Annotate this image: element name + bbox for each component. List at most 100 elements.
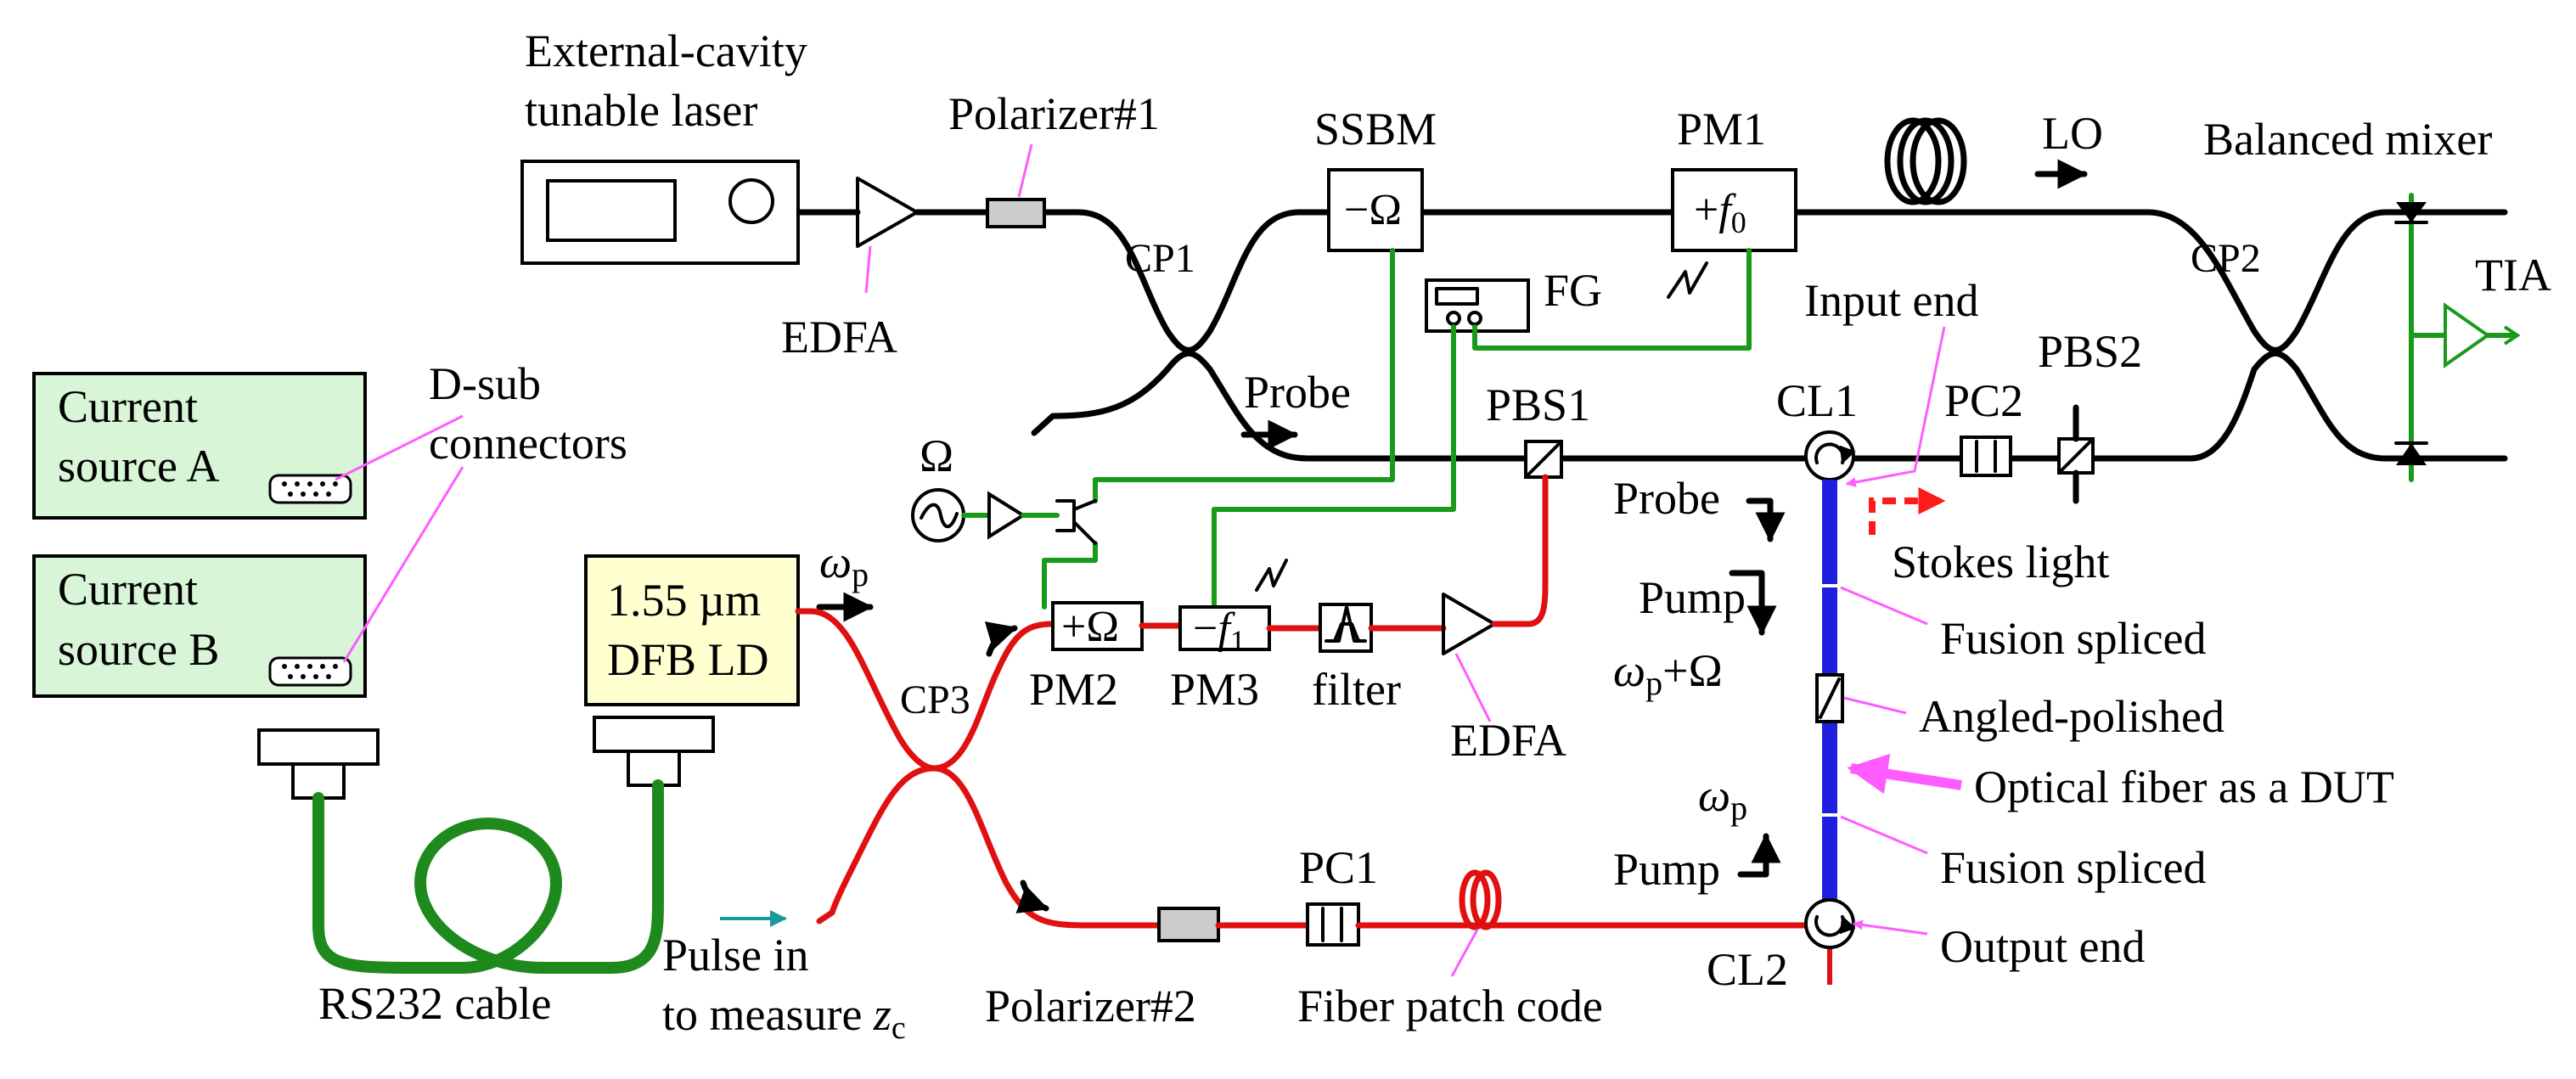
edfa-top-label: EDFA xyxy=(781,312,897,362)
pulse-label-1: Pulse in xyxy=(662,930,809,981)
current-source-a xyxy=(32,372,367,520)
angled-label: Angled-polished xyxy=(1919,691,2224,742)
fiber-cp2-to-mixer-bottom xyxy=(2293,366,2508,462)
current-b-label-2: source B xyxy=(58,624,219,675)
dsub-label-2: connectors xyxy=(429,418,627,469)
ssbm-label: SSBM xyxy=(1314,104,1437,155)
pulse-label-2: to measure zc xyxy=(662,989,906,1046)
dsub-label-1: D-sub xyxy=(429,358,541,409)
stokes-label: Stokes light xyxy=(1892,537,2110,587)
fiber-cp3-to-pulse xyxy=(816,765,937,924)
fiber-dfb-to-cp3 xyxy=(795,608,937,772)
omega-p-right-label: ωp xyxy=(1698,770,1747,827)
polarizer-2-label: Polarizer#2 xyxy=(985,981,1196,1031)
cl2-label: CL2 xyxy=(1707,944,1788,995)
ssbm-box xyxy=(1327,168,1424,252)
dfb-label-1: 1.55 µm xyxy=(607,575,761,626)
tunable-laser xyxy=(520,160,800,265)
fg-label: FG xyxy=(1544,265,1602,316)
fusion2-leader xyxy=(1840,815,1928,855)
optical-filter xyxy=(1319,603,1373,653)
pm3-lightning-icon xyxy=(1255,559,1288,592)
edfa-bottom-leader xyxy=(1454,653,1492,722)
pm2-label: PM2 xyxy=(1029,664,1118,715)
circulator-cl2 xyxy=(1804,898,1856,949)
input-end-label: Input end xyxy=(1804,275,1978,326)
pump-bottom-label: Pump xyxy=(1613,844,1720,895)
edfa-bottom xyxy=(1442,593,1496,655)
polarizer-1-label: Polarizer#1 xyxy=(948,88,1160,139)
polarizer-1 xyxy=(986,198,1046,228)
balanced-mixer xyxy=(2394,193,2448,482)
dsub-leader-b xyxy=(342,466,464,663)
patch-label: Fiber patch code xyxy=(1297,981,1603,1031)
cp3-label: CP3 xyxy=(900,677,970,722)
circulator-cl1 xyxy=(1804,430,1856,481)
omega-label: Ω xyxy=(920,430,953,481)
fiber-cp3-to-polarizer2 xyxy=(931,765,1162,929)
rs232-label: RS232 cable xyxy=(318,978,551,1029)
pc1-label: PC1 xyxy=(1299,842,1378,893)
pbs1-label: PBS1 xyxy=(1486,379,1590,430)
filter-label: filter xyxy=(1312,664,1401,715)
pump-top-freq: ωp+Ω xyxy=(1613,645,1723,702)
pump-top-label: Pump xyxy=(1639,572,1746,623)
rf-line-omega-to-ssbm xyxy=(1093,248,1395,503)
edfa-top xyxy=(856,177,919,294)
dfb-ld xyxy=(584,554,800,706)
ssbm-box-text: −Ω xyxy=(1344,186,1402,234)
angled-polish-connector xyxy=(1815,673,1844,723)
probe-right-arrow xyxy=(1746,497,1786,542)
dsub-leader-a xyxy=(335,414,464,481)
input-end-leader xyxy=(1845,326,1946,487)
pc2-label: PC2 xyxy=(1944,375,2023,426)
pm1-lightning-icon xyxy=(1667,261,1708,299)
pm1-box-text: +f0 xyxy=(1694,186,1746,239)
arrow-cp3-down xyxy=(1015,879,1049,913)
dfb-label-2: DFB LD xyxy=(607,634,769,685)
dut-label: Optical fiber as a DUT xyxy=(1974,761,2394,812)
function-generator xyxy=(1425,278,1530,333)
edfa-bottom-label: EDFA xyxy=(1450,715,1566,766)
pm1-box xyxy=(1671,168,1797,252)
pm1-label: PM1 xyxy=(1677,104,1766,155)
fiber-coil-lo xyxy=(1884,117,1967,205)
current-b-label-1: Current xyxy=(58,564,198,615)
cp2-label: CP2 xyxy=(2191,236,2261,281)
current-a-label-1: Current xyxy=(58,381,198,432)
polarizer-1-leader xyxy=(1017,143,1033,198)
pbs2 xyxy=(2057,404,2095,504)
pump-top-arrow xyxy=(1729,570,1777,636)
fiber-cp1-to-ssbm xyxy=(1206,209,1332,334)
fusion2-label: Fusion spliced xyxy=(1940,842,2207,893)
connector-left xyxy=(257,728,380,800)
fiber-edfa-to-pbs1 xyxy=(1491,474,1549,627)
probe-top-label: Probe xyxy=(1244,367,1351,418)
angled-leader xyxy=(1843,696,1907,715)
fiber-cp2-to-mixer-top xyxy=(2293,209,2508,334)
probe-right-label: Probe xyxy=(1613,473,1720,524)
fusion1-label: Fusion spliced xyxy=(1940,613,2207,664)
fusion1-leader xyxy=(1840,586,1928,626)
stokes-arrow xyxy=(1869,487,1946,535)
omega-rf-source xyxy=(911,488,1097,545)
pbs2-label: PBS2 xyxy=(2038,326,2142,377)
rf-line-fg-to-pm3 xyxy=(1212,324,1456,610)
pc1 xyxy=(1306,902,1360,947)
cp1-label: CP1 xyxy=(1125,236,1195,281)
fiber-probe-line xyxy=(1206,366,2258,462)
balanced-mixer-label: Balanced mixer xyxy=(2203,114,2492,165)
current-source-b xyxy=(32,554,367,698)
patch-cord-coil xyxy=(1459,869,1502,930)
tia-amplifier xyxy=(2444,302,2521,368)
coupler-cp2 xyxy=(2251,328,2300,373)
pbs1 xyxy=(1524,440,1563,479)
rs232-cable xyxy=(312,779,664,974)
pc2 xyxy=(1960,436,2012,477)
current-a-label-2: source A xyxy=(58,441,219,492)
tia-label: TIA xyxy=(2475,250,2551,301)
coupler-cp1 xyxy=(1164,328,1213,373)
rf-line-to-pm2 xyxy=(1042,541,1098,610)
